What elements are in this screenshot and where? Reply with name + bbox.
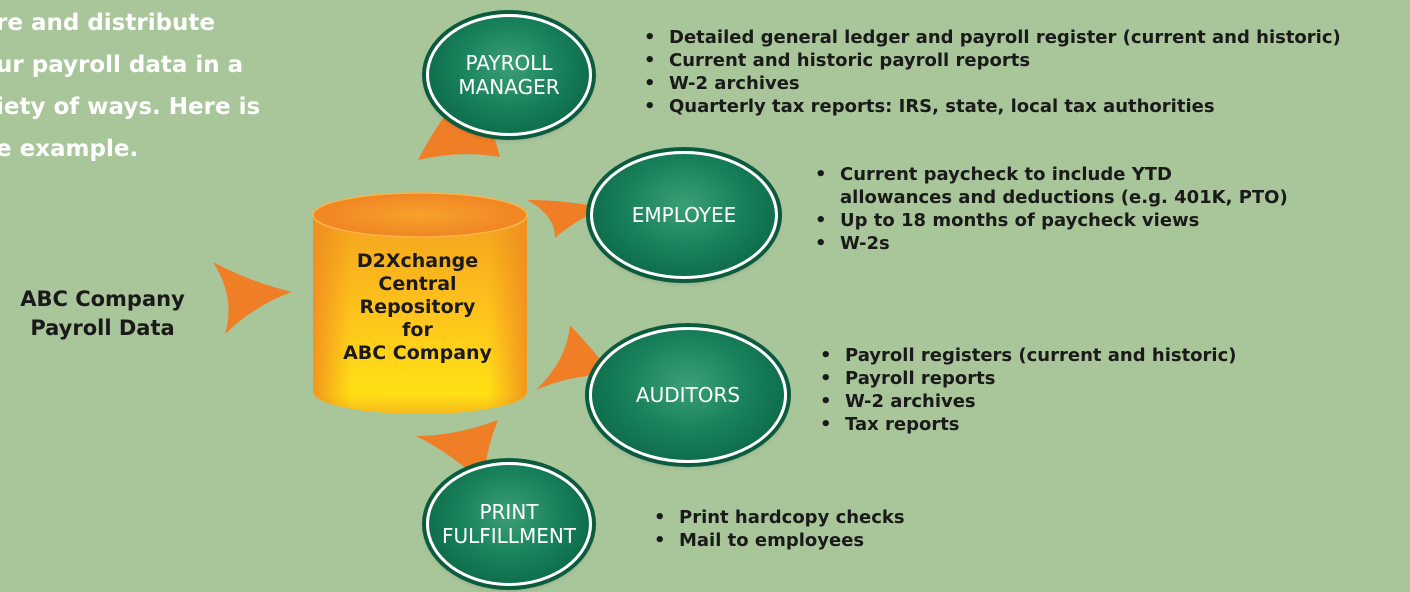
list-item: Up to 18 months of paycheck views [815, 209, 1288, 232]
list-item: Tax reports [820, 413, 1237, 436]
payroll-manager-list: Detailed general ledger and payroll regi… [644, 26, 1341, 118]
repository-line: for [402, 319, 433, 341]
list-item: W-2s [815, 232, 1288, 255]
intro-line: e example. [0, 136, 139, 162]
intro-text: re and distribute ur payroll data in a i… [0, 2, 346, 170]
node-label: MANAGER [458, 75, 560, 99]
repository-line: Central [378, 273, 457, 295]
list-item: Mail to employees [654, 529, 905, 552]
node-label: AUDITORS [635, 383, 741, 407]
source-line: Payroll Data [30, 316, 175, 340]
list-item: Payroll reports [820, 367, 1237, 390]
source-line: ABC Company [20, 287, 185, 311]
node-label: PAYROLL [465, 51, 553, 75]
list-item: Print hardcopy checks [654, 506, 905, 529]
list-item: Current paycheck to include YTD [815, 163, 1288, 186]
node-label: EMPLOYEE [631, 203, 737, 227]
list-item-continuation: allowances and deductions (e.g. 401K, PT… [840, 187, 1288, 208]
repository-line: Repository [359, 296, 476, 318]
list-item: W-2 archives [820, 390, 1237, 413]
intro-line: iety of ways. Here is [0, 94, 261, 120]
employee-node: EMPLOYEE [590, 151, 778, 279]
arrow-source-to-repository [213, 262, 292, 334]
list-item: Detailed general ledger and payroll regi… [644, 26, 1341, 49]
list-item: Quarterly tax reports: IRS, state, local… [644, 95, 1341, 118]
repository-label: D2Xchange Central Repository for ABC Com… [310, 250, 525, 365]
print-fulfillment-list: Print hardcopy checks Mail to employees [654, 506, 905, 552]
list-item: Current and historic payroll reports [644, 49, 1341, 72]
arrow-to-employee [527, 200, 605, 238]
repository-line: D2Xchange [356, 250, 479, 272]
source-label: ABC Company Payroll Data [0, 285, 205, 343]
repository-line: ABC Company [343, 342, 492, 364]
repository-cylinder [312, 192, 528, 414]
payroll-manager-node: PAYROLL MANAGER [426, 14, 592, 136]
list-item: Payroll registers (current and historic) [820, 344, 1237, 367]
intro-line: ur payroll data in a [0, 52, 244, 78]
intro-line: re and distribute [0, 10, 216, 36]
auditors-node: AUDITORS [589, 327, 787, 463]
node-label: PRINT [479, 500, 539, 524]
list-item: W-2 archives [644, 72, 1341, 95]
print-fulfillment-node: PRINT FULFILLMENT [426, 462, 592, 586]
auditors-list: Payroll registers (current and historic)… [820, 344, 1237, 436]
employee-list: Current paycheck to include YTD allowanc… [815, 163, 1288, 255]
node-label: FULFILLMENT [441, 524, 577, 548]
